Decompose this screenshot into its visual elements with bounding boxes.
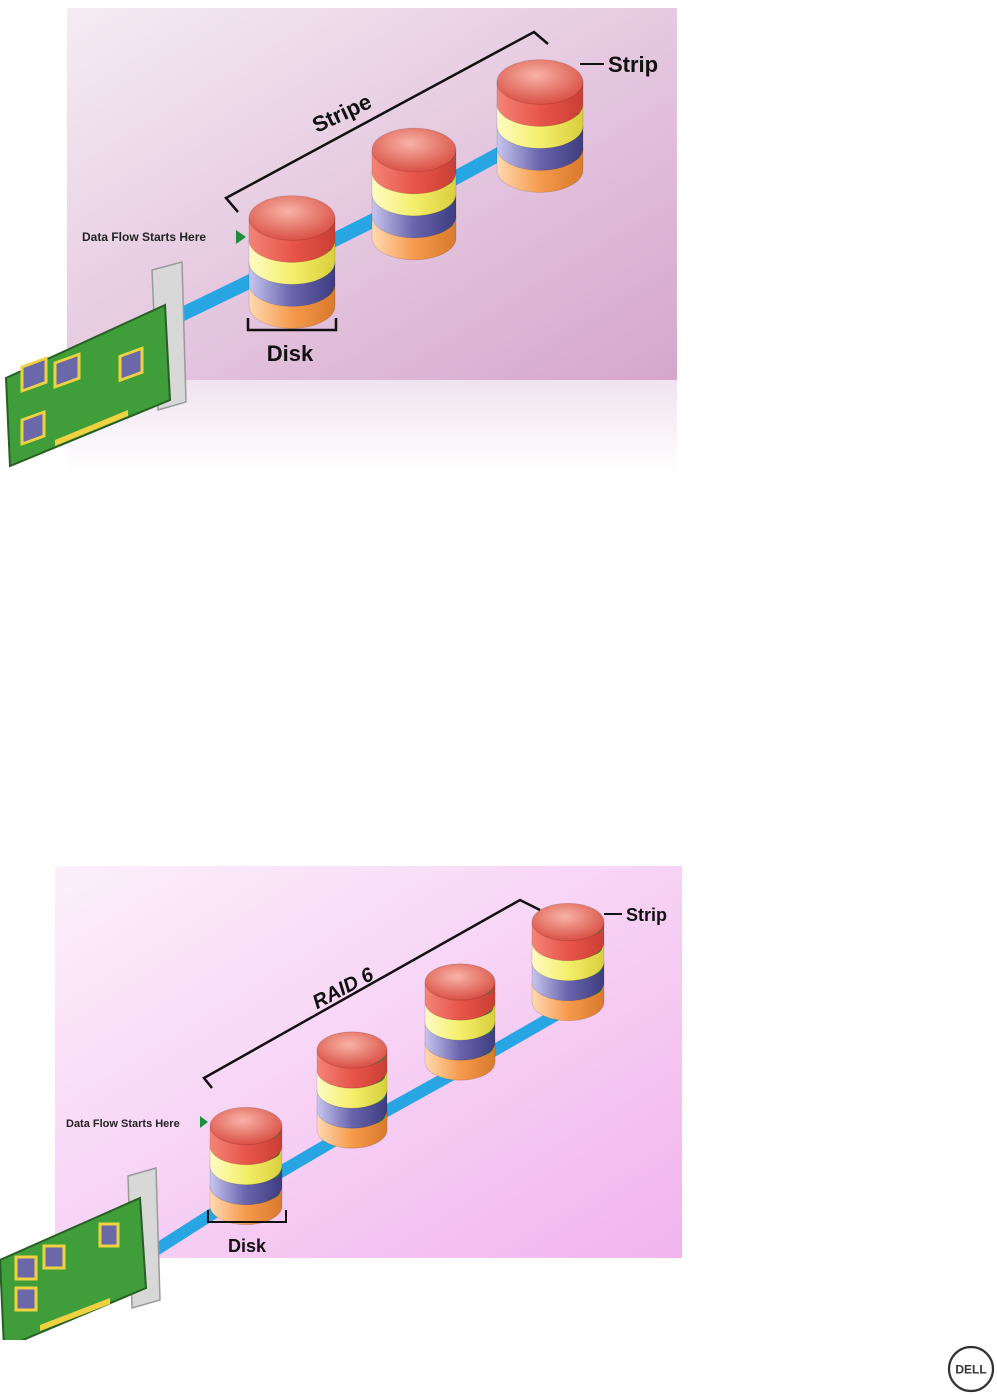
strip-label: Strip bbox=[626, 905, 667, 925]
disk-2 bbox=[371, 127, 457, 261]
data-flow-label: Data Flow Starts Here bbox=[66, 1118, 180, 1130]
flow-line bbox=[153, 125, 547, 332]
disk-4: PQ bbox=[531, 902, 605, 1022]
controller-card bbox=[4, 261, 187, 468]
disk-3 bbox=[496, 59, 584, 193]
disk-1: QP bbox=[209, 1106, 283, 1226]
dell-logo-text: DELL bbox=[955, 1363, 986, 1377]
raid-diagram-1: Stripe Strip Disk Data Flow Starts Here bbox=[4, 8, 677, 472]
diagram2-disks: QP QP QP PQ bbox=[209, 902, 605, 1226]
data-flow-arrow bbox=[200, 1116, 208, 1128]
card-chips bbox=[14, 1222, 120, 1312]
data-flow-arrow bbox=[236, 230, 246, 244]
stripe-bracket bbox=[224, 30, 549, 213]
raid-diagram-2: QPQPQPPQ RAID 6 Strip Disk Data Flow Sta… bbox=[0, 866, 682, 1340]
dell-logo: DELL bbox=[947, 1345, 995, 1393]
strip-label: Strip bbox=[608, 52, 658, 77]
disk-label: Disk bbox=[228, 1236, 267, 1256]
disk-bracket bbox=[246, 318, 338, 332]
diagram1-disks bbox=[248, 59, 584, 329]
raid-bracket bbox=[202, 898, 541, 1089]
disk-1 bbox=[248, 195, 336, 329]
data-flow-label: Data Flow Starts Here bbox=[82, 230, 206, 244]
disk-2: QP bbox=[316, 1031, 388, 1149]
disk-label: Disk bbox=[267, 341, 314, 366]
disk-bracket bbox=[207, 1210, 287, 1223]
disk-3: QP bbox=[424, 963, 496, 1081]
